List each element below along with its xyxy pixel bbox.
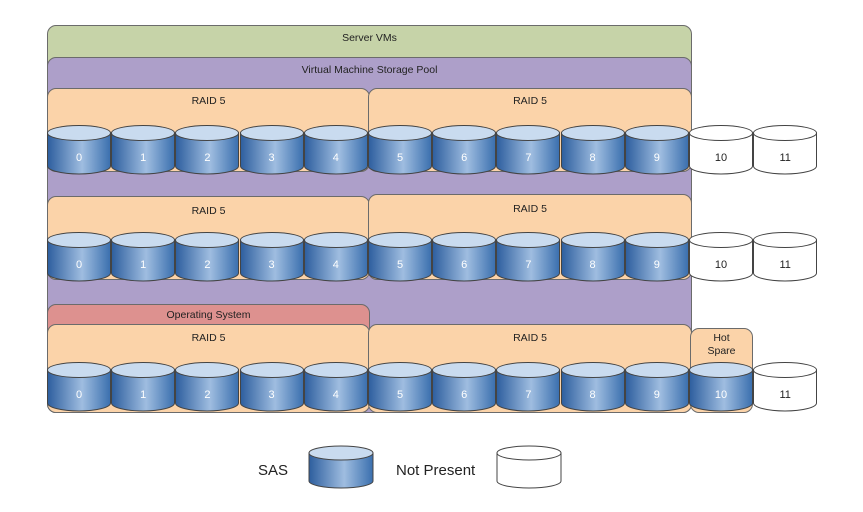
sas-disk: 7 xyxy=(496,362,561,412)
legend-sas-disk-icon xyxy=(308,445,374,489)
disk-number: 3 xyxy=(268,389,275,401)
sas-disk: 6 xyxy=(432,125,497,175)
disk-number: 4 xyxy=(332,152,339,164)
sas-disk: 1 xyxy=(111,362,176,412)
sas-disk: 3 xyxy=(239,125,304,175)
disk-number: 7 xyxy=(525,389,532,401)
sas-disk: 6 xyxy=(432,362,497,412)
sas-disk: 3 xyxy=(239,232,304,282)
hot-spare-label: Hot Spare xyxy=(707,332,736,357)
sas-disk: 8 xyxy=(560,125,625,175)
sas-disk: 10 xyxy=(689,362,753,412)
disk-number: 3 xyxy=(268,152,275,164)
sas-disk: 0 xyxy=(47,362,111,412)
sas-disk: 3 xyxy=(239,362,304,412)
disk-number: 11 xyxy=(779,259,791,271)
sas-disk: 0 xyxy=(47,232,111,282)
sas-disk: 9 xyxy=(624,362,689,412)
disk-number: 10 xyxy=(714,389,728,401)
sas-disk: 5 xyxy=(368,362,432,412)
disk-number: 1 xyxy=(140,152,147,164)
raid-label: RAID 5 xyxy=(191,205,226,217)
sas-disk: 4 xyxy=(303,232,368,282)
disk-number: 0 xyxy=(75,152,83,164)
disk-number: 8 xyxy=(589,152,596,164)
disk-number: 7 xyxy=(525,152,532,164)
empty-disk-slot: 11 xyxy=(753,125,818,175)
disk-number: 9 xyxy=(653,259,660,271)
disk-number: 10 xyxy=(714,152,728,164)
sas-disk: 1 xyxy=(111,232,176,282)
raid-label: RAID 5 xyxy=(191,332,226,344)
sas-disk: 2 xyxy=(175,362,240,412)
operating-system-label: Operating System xyxy=(166,309,251,321)
disk-number: 2 xyxy=(204,152,211,164)
legend-not-present-label: Not Present xyxy=(396,462,476,479)
disk-number: 6 xyxy=(461,152,468,164)
sas-disk: 9 xyxy=(624,232,689,282)
raid-label: RAID 5 xyxy=(513,95,547,107)
sas-disk: 0 xyxy=(47,125,111,175)
sas-disk: 2 xyxy=(175,125,240,175)
disk-number: 5 xyxy=(396,152,404,164)
server-vms-label: Server VMs xyxy=(342,32,397,44)
disk-number: 8 xyxy=(589,259,596,271)
sas-disk: 4 xyxy=(303,125,368,175)
disk-number: 8 xyxy=(589,389,596,401)
legend-not-present-disk-icon xyxy=(496,445,562,489)
disk-number: 7 xyxy=(525,259,532,271)
raid-label: RAID 5 xyxy=(513,203,547,215)
disk-number: 2 xyxy=(204,389,211,401)
raid-label: RAID 5 xyxy=(513,332,547,344)
disk-number: 11 xyxy=(779,152,791,164)
sas-disk: 5 xyxy=(368,232,432,282)
empty-disk-slot: 11 xyxy=(753,232,818,282)
disk-number: 6 xyxy=(461,389,468,401)
disk-number: 0 xyxy=(75,389,83,401)
disk-number: 4 xyxy=(332,259,339,271)
disk-number: 5 xyxy=(396,259,404,271)
disk-number: 0 xyxy=(75,259,83,271)
sas-disk: 8 xyxy=(560,232,625,282)
sas-disk: 7 xyxy=(496,125,561,175)
legend-sas-label: SAS xyxy=(258,462,289,479)
disk-number: 1 xyxy=(140,259,147,271)
storage-pool-label: Virtual Machine Storage Pool xyxy=(301,64,438,76)
sas-disk: 1 xyxy=(111,125,176,175)
disk-number: 2 xyxy=(204,259,211,271)
disk-number: 4 xyxy=(332,389,339,401)
disk-number: 3 xyxy=(268,259,275,271)
sas-disk: 5 xyxy=(368,125,432,175)
disk-number: 1 xyxy=(140,389,147,401)
sas-disk: 8 xyxy=(560,362,625,412)
sas-disk: 7 xyxy=(496,232,561,282)
raid-label: RAID 5 xyxy=(191,95,226,107)
sas-disk: 6 xyxy=(432,232,497,282)
empty-disk-slot: 11 xyxy=(753,362,818,412)
disk-number: 6 xyxy=(461,259,468,271)
disk-number: 9 xyxy=(653,389,660,401)
disk-number: 10 xyxy=(714,259,728,271)
sas-disk: 2 xyxy=(175,232,240,282)
disk-number: 9 xyxy=(653,152,660,164)
empty-disk-slot: 10 xyxy=(689,232,753,282)
sas-disk: 9 xyxy=(624,125,689,175)
disk-number: 5 xyxy=(396,389,404,401)
sas-disk: 4 xyxy=(303,362,368,412)
empty-disk-slot: 10 xyxy=(689,125,753,175)
disk-number: 11 xyxy=(779,389,791,401)
